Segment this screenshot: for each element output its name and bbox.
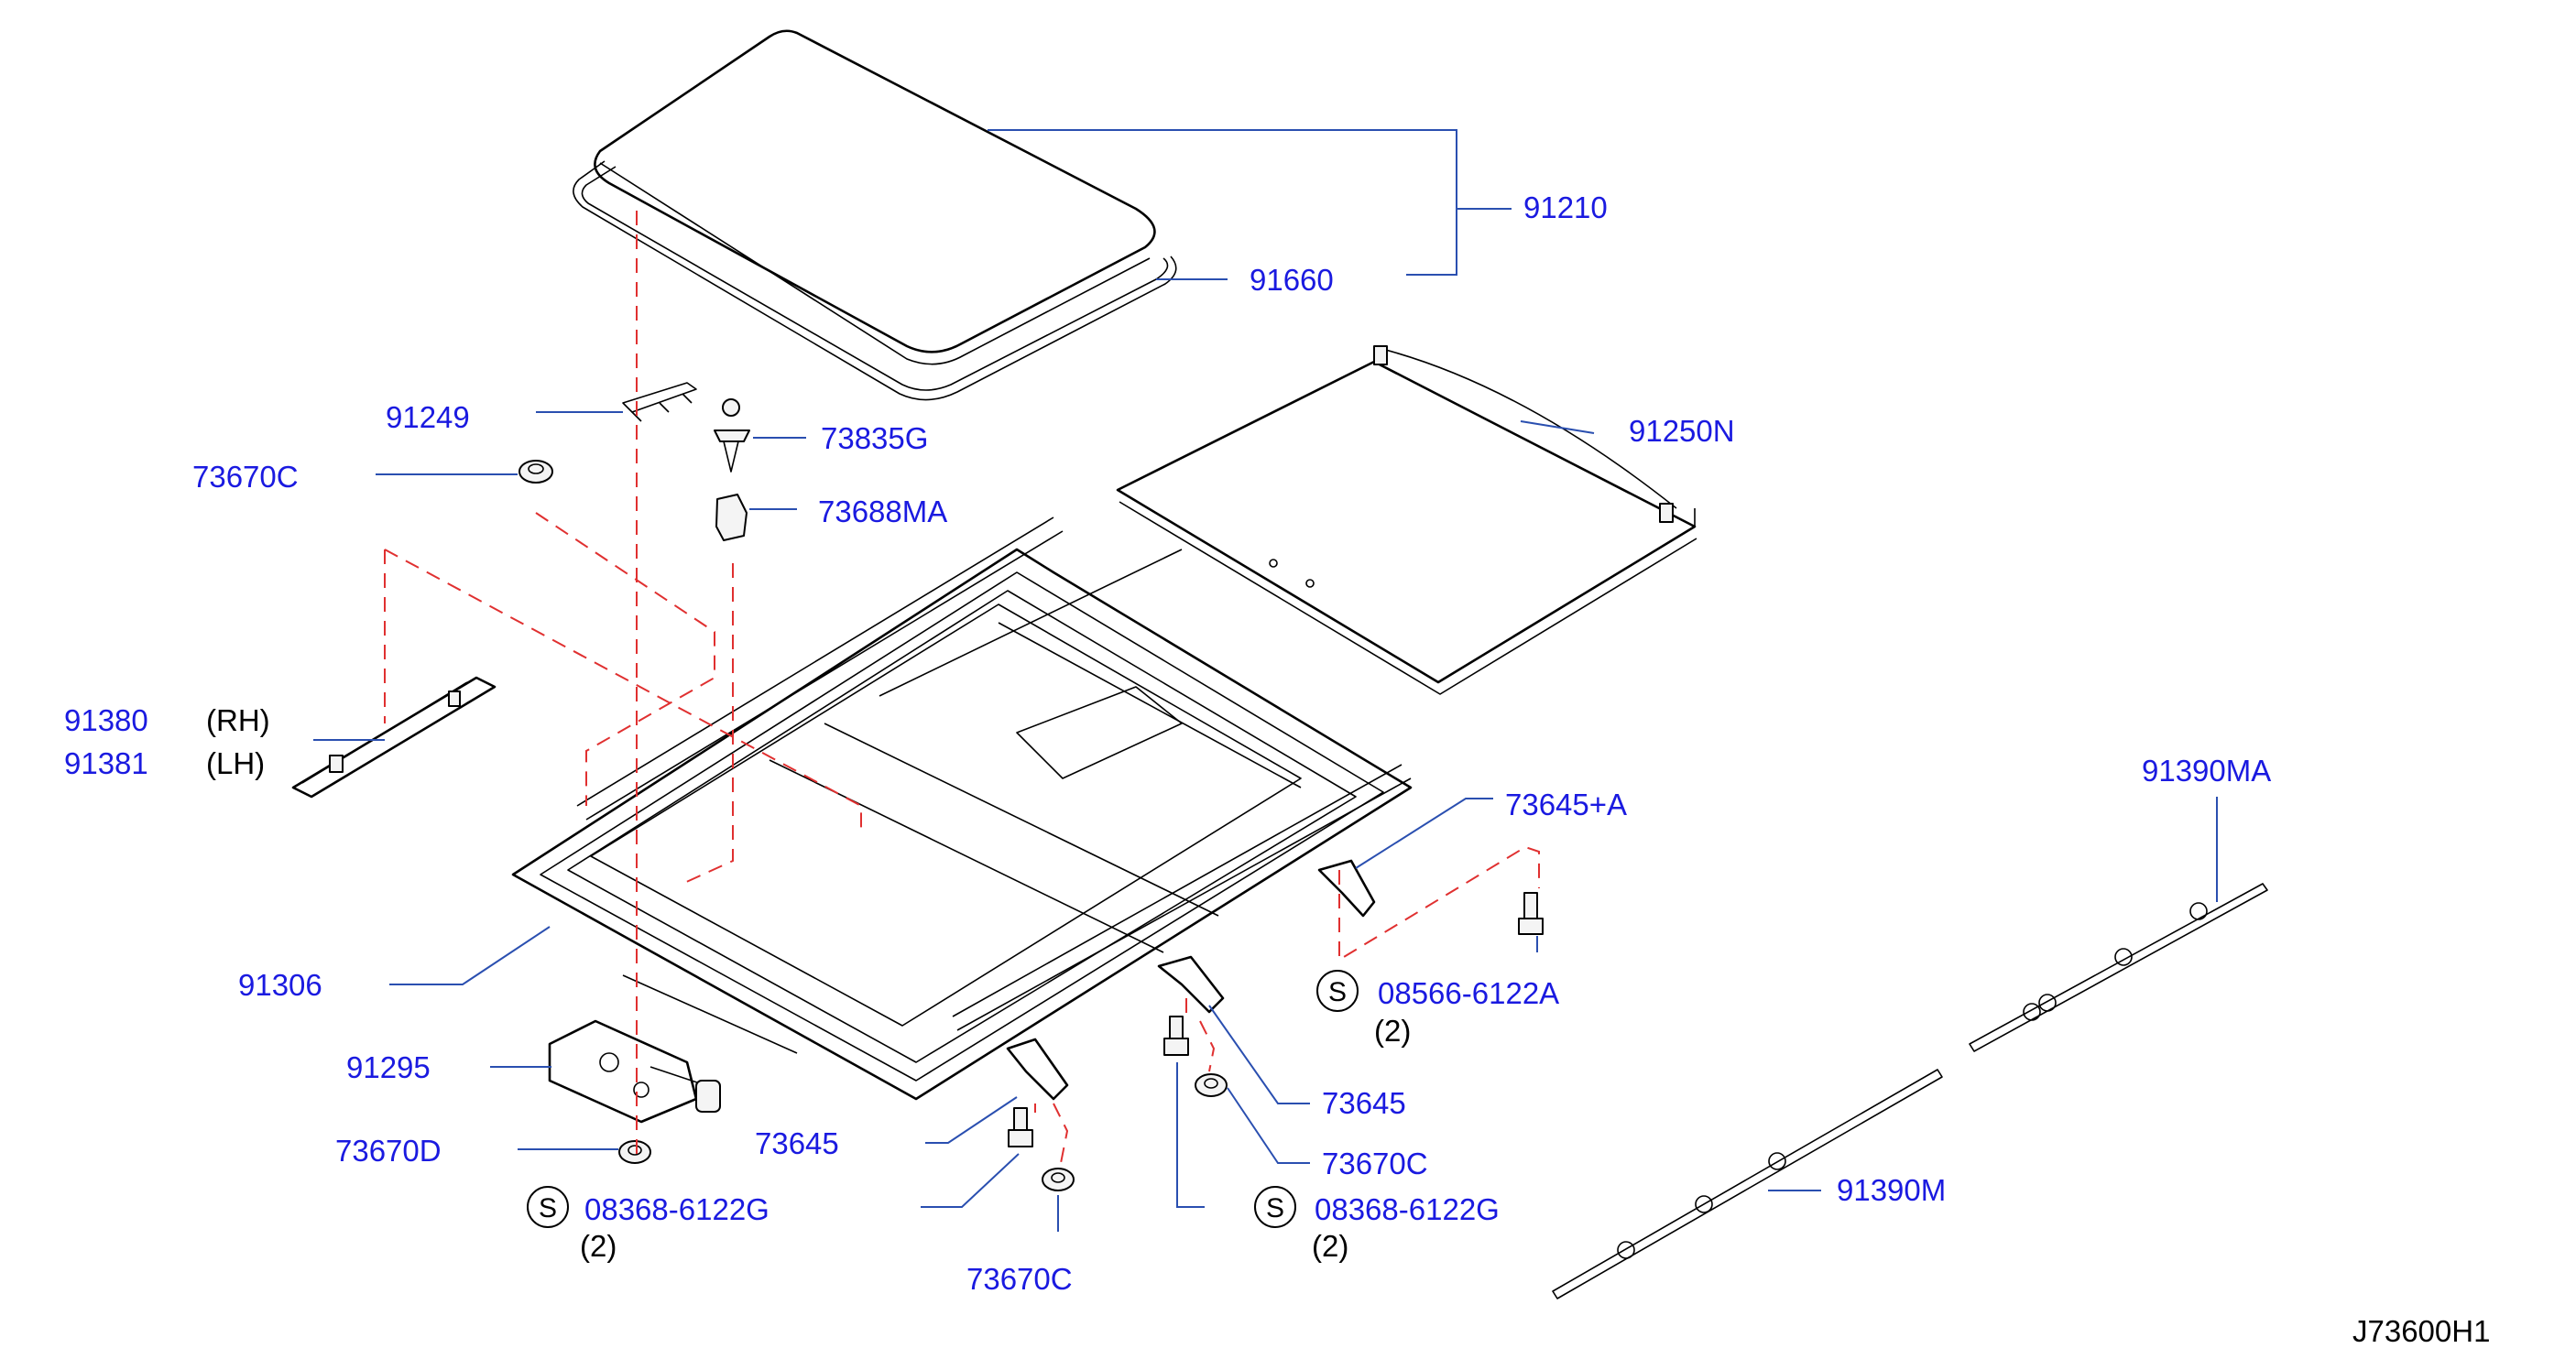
service-mark-letter: S <box>539 1193 557 1223</box>
label-08368-left-qty: (2) <box>580 1229 617 1263</box>
label-73670d: 73670D <box>335 1134 442 1168</box>
label-91380-side: (RH) <box>206 703 270 737</box>
label-73688ma: 73688MA <box>818 495 947 528</box>
label-91295: 91295 <box>346 1050 431 1084</box>
nut-top <box>518 460 553 484</box>
sunshade-panel <box>1116 345 1697 695</box>
label-91210: 91210 <box>1523 190 1608 224</box>
label-08368-6122g-right: 08368-6122G <box>1315 1192 1500 1226</box>
installation-dashed-lines <box>384 211 1540 1164</box>
label-91660: 91660 <box>1250 263 1334 297</box>
label-08566-qty: (2) <box>1374 1014 1411 1048</box>
label-91250n: 91250N <box>1629 414 1735 448</box>
push-clip <box>714 398 750 473</box>
service-mark-letter: S <box>1328 977 1347 1007</box>
drain-hose-ma <box>1969 883 2268 1052</box>
service-mark-08566: S <box>1316 970 1359 1012</box>
label-08368-6122g-left: 08368-6122G <box>584 1192 770 1226</box>
drain-hose-m <box>1552 1069 1943 1299</box>
sunroof-motor <box>548 1019 721 1124</box>
label-73645-right: 73645 <box>1322 1086 1406 1120</box>
bolt-08368-left <box>1008 1107 1033 1147</box>
label-08566-6122a: 08566-6122A <box>1378 976 1559 1010</box>
nut-73670d <box>618 1140 651 1164</box>
label-08368-right-qty: (2) <box>1312 1229 1348 1263</box>
label-91390ma: 91390MA <box>2142 754 2271 788</box>
diagram-code: J73600H1 <box>2352 1314 2490 1348</box>
bracket-73645-right <box>1157 955 1225 1014</box>
glass-weatherstrip-seal <box>573 160 1177 401</box>
label-73670c-right: 73670C <box>1322 1147 1428 1180</box>
sunroof-glass-lid <box>594 29 1156 365</box>
retainer-clip <box>715 494 748 541</box>
service-mark-letter: S <box>1266 1193 1284 1223</box>
label-73835g: 73835G <box>821 421 928 455</box>
stopper-clip <box>622 382 697 422</box>
nut-73670c-right <box>1195 1073 1228 1097</box>
sunroof-frame-assembly <box>511 516 1413 1101</box>
label-91381: 91381 <box>64 746 148 780</box>
label-91306: 91306 <box>238 968 322 1002</box>
service-mark-08368-left: S <box>527 1186 569 1228</box>
bracket-73645-mid <box>1006 1038 1069 1101</box>
side-guide-bracket <box>291 676 497 799</box>
label-91380: 91380 <box>64 703 148 737</box>
label-73670c-top: 73670C <box>192 460 299 494</box>
label-73645a: 73645+A <box>1505 788 1627 821</box>
label-91249: 91249 <box>386 400 470 434</box>
label-73670c-bottom: 73670C <box>966 1262 1073 1296</box>
label-73645-mid: 73645 <box>755 1126 839 1160</box>
leader-lines <box>313 129 2218 1232</box>
label-91390m: 91390M <box>1837 1173 1946 1207</box>
bolt-08368-right <box>1163 1016 1189 1056</box>
label-91381-side: (LH) <box>206 746 265 780</box>
bolt-08566 <box>1518 892 1544 935</box>
nut-73670c-bottom <box>1042 1168 1075 1191</box>
service-mark-08368-right: S <box>1254 1186 1296 1228</box>
bracket-73645-a <box>1317 859 1376 918</box>
